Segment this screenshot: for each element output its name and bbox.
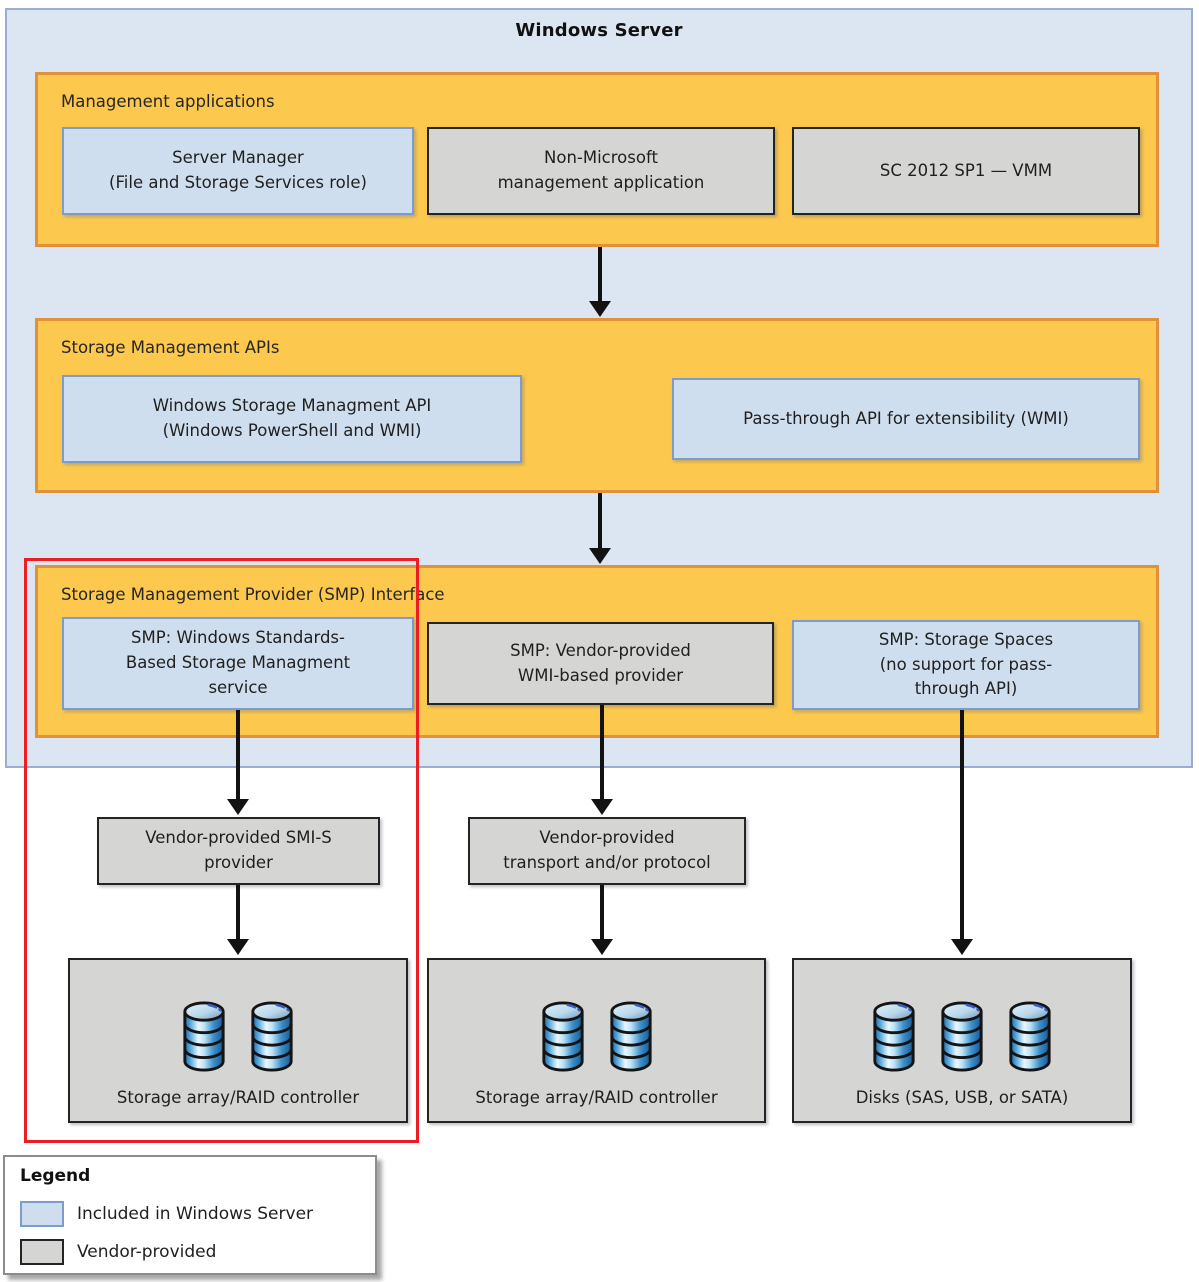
disk-icon — [873, 1001, 915, 1072]
disk-icon — [1009, 1001, 1051, 1072]
highlight-rectangle — [24, 558, 419, 1143]
legend: Legend Included in Windows Server Vendor… — [3, 1155, 377, 1275]
arrow-mgmt-to-apis — [588, 247, 612, 317]
arrow-spaces-to-disks — [950, 710, 974, 955]
legend-item-vendor: Vendor-provided — [20, 1239, 216, 1265]
arrow-standards-to-smis — [226, 710, 250, 815]
node-server-manager: Server Manager (File and Storage Service… — [62, 127, 414, 215]
legend-item-label: Vendor-provided — [77, 1242, 217, 1262]
node-passthrough-api: Pass-through API for extensibility (WMI) — [672, 378, 1140, 460]
disk-icon — [941, 1001, 983, 1072]
arrow-smis-to-array — [226, 885, 250, 955]
disk-icon — [609, 1001, 652, 1072]
node-smp-storage-spaces: SMP: Storage Spaces (no support for pass… — [792, 620, 1140, 710]
diagram-title: Windows Server — [515, 20, 683, 41]
node-smp-wmi-provider: SMP: Vendor-provided WMI-based provider — [427, 622, 774, 705]
node-disks: Disks (SAS, USB, or SATA) — [792, 958, 1132, 1123]
disk-icon-group — [540, 999, 654, 1074]
band-smp-label: Storage Management Provider (SMP) Interf… — [61, 585, 445, 604]
arrow-wmi-to-transport — [590, 705, 614, 815]
included-swatch-icon — [20, 1201, 64, 1227]
legend-item-label: Included in Windows Server — [77, 1204, 314, 1224]
node-sc-2012-vmm: SC 2012 SP1 — VMM — [792, 127, 1140, 215]
legend-item-included: Included in Windows Server — [20, 1201, 313, 1227]
arrow-down-icon — [227, 939, 249, 955]
legend-title: Legend — [20, 1166, 91, 1186]
arrow-down-icon — [589, 548, 611, 564]
arrow-apis-to-smp — [588, 493, 612, 564]
node-smis-provider: Vendor-provided SMI-S provider — [97, 817, 380, 885]
storage-array-label: Storage array/RAID controller — [475, 1088, 718, 1107]
disk-icon — [541, 1001, 584, 1072]
vendor-swatch-icon — [20, 1239, 64, 1265]
node-storage-array-1: Storage array/RAID controller — [68, 958, 408, 1123]
arrow-down-icon — [591, 799, 613, 815]
node-transport-protocol: Vendor-provided transport and/or protoco… — [468, 817, 746, 885]
node-smp-standards-service: SMP: Windows Standards- Based Storage Ma… — [62, 617, 414, 710]
node-windows-storage-management-api: Windows Storage Managment API (Windows P… — [62, 375, 522, 463]
arrow-down-icon — [591, 939, 613, 955]
band-management-label: Management applications — [61, 92, 275, 111]
node-non-microsoft-app: Non-Microsoft management application — [427, 127, 775, 215]
arrow-down-icon — [227, 799, 249, 815]
disks-label: Disks (SAS, USB, or SATA) — [855, 1088, 1069, 1107]
disk-icon-group — [871, 999, 1053, 1074]
arrow-down-icon — [951, 939, 973, 955]
arrow-transport-to-array — [590, 885, 614, 955]
arrow-down-icon — [589, 301, 611, 317]
band-apis-label: Storage Management APIs — [61, 338, 280, 357]
node-storage-array-2: Storage array/RAID controller — [427, 958, 766, 1123]
storage-array-label: Storage array/RAID controller — [116, 1088, 360, 1107]
